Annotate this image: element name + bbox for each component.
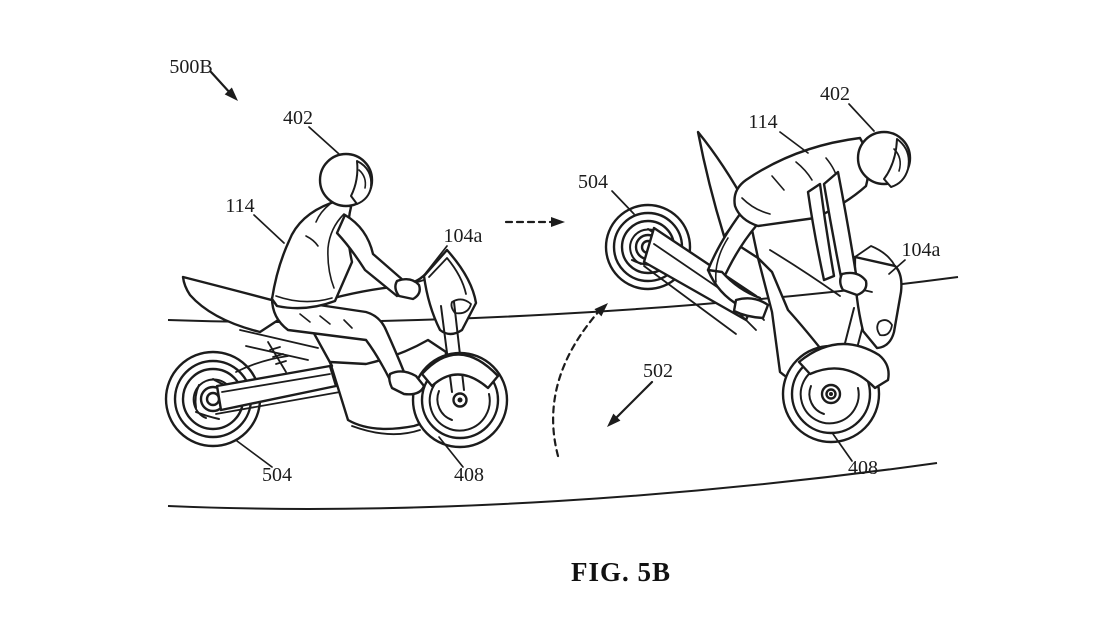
left-rider-arm — [335, 213, 406, 298]
figure-caption: FIG. 5B — [571, 557, 671, 587]
left-headlight — [450, 298, 472, 315]
overview-arrowhead — [224, 87, 238, 101]
overview-arrow — [209, 70, 233, 96]
rotation-arrowhead — [594, 303, 608, 317]
leader-lines — [236, 103, 906, 468]
right-rider-torso — [733, 136, 870, 228]
label-402-right: 402 — [820, 83, 850, 105]
left-chain — [215, 391, 341, 415]
label-502: 502 — [643, 360, 673, 382]
motion-arrowhead — [551, 217, 565, 227]
label-402-left: 402 — [283, 107, 313, 129]
leader-408-left — [438, 436, 464, 468]
reference-labels: 500B 402 114 104a 504 408 504 114 402 10… — [169, 56, 940, 587]
left-rear-wheel — [164, 350, 262, 448]
right-nose-fairing — [853, 255, 903, 350]
left-front-fender — [420, 353, 500, 390]
left-rider-helmet — [318, 152, 374, 208]
leader-104a-left — [424, 245, 448, 275]
right-headlight — [876, 319, 893, 337]
label-104a-right: 104a — [902, 239, 941, 261]
rotation-arc-arrow — [552, 308, 602, 458]
right-rider-boot — [732, 297, 770, 320]
label-104a-left: 104a — [444, 225, 483, 247]
left-rider — [270, 152, 426, 396]
left-tail-cowl — [181, 275, 300, 334]
left-rider-boot — [388, 370, 426, 396]
right-rider — [706, 130, 912, 320]
left-motorcycle — [164, 248, 509, 449]
left-swingarm — [215, 364, 338, 412]
left-rider-glove — [394, 278, 421, 301]
label-500B: 500B — [169, 56, 212, 78]
right-rider-glove — [839, 271, 868, 297]
right-tank-line — [769, 249, 841, 297]
left-subframe — [235, 329, 319, 373]
annotation-arrows — [209, 70, 654, 458]
label-114-right: 114 — [748, 111, 777, 133]
label-408-right: 408 — [848, 457, 878, 479]
label-408-left: 408 — [454, 464, 484, 486]
leader-504-right — [611, 190, 635, 215]
leader-402-right — [848, 103, 875, 132]
leader-504-left — [236, 440, 273, 468]
right-rider-far-arm — [806, 182, 836, 282]
right-chain — [643, 265, 737, 335]
right-front-fender — [797, 342, 890, 390]
leader-104a-right — [888, 259, 906, 275]
leader-114-right — [779, 131, 809, 154]
pitch-arrowhead — [607, 413, 621, 427]
leader-114-left — [253, 214, 285, 244]
label-504-left: 504 — [262, 464, 292, 486]
leader-402-left — [308, 126, 340, 155]
right-rider-helmet — [856, 130, 912, 188]
road-line-lower — [167, 462, 938, 510]
pitch-arrow — [613, 380, 654, 421]
label-504-right: 504 — [578, 171, 608, 193]
label-114-left: 114 — [225, 195, 254, 217]
leader-408-right — [832, 433, 853, 462]
